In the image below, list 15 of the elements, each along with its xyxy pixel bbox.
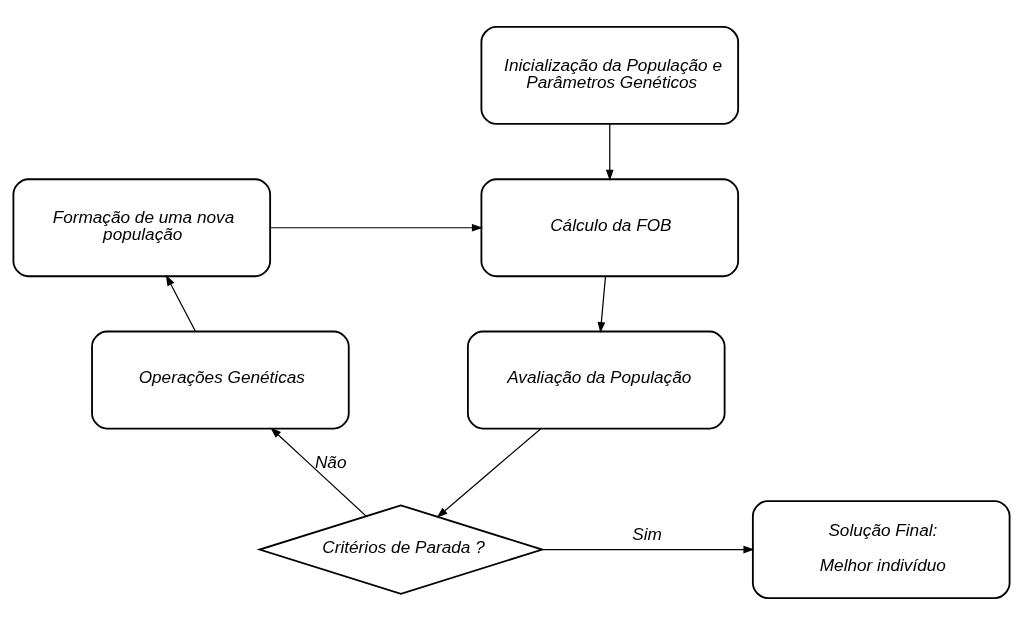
node-box: Avaliação da População (466, 330, 726, 430)
node-box: Operações Genéticas (91, 330, 350, 430)
arrow (270, 427, 367, 517)
arrow (436, 428, 542, 518)
node-box: Inicialização da População e Parâmetros Genéticos (480, 26, 740, 125)
arrow (541, 545, 755, 554)
arrow (165, 274, 196, 332)
arrow (605, 123, 614, 181)
arrow (269, 223, 483, 232)
node-box: Cálculo da FOB (480, 178, 740, 278)
arrow (597, 275, 607, 334)
edge-label: Não (314, 452, 347, 473)
edge-label: Sim (632, 523, 662, 544)
node-box: Formação de uma nova população (12, 178, 272, 278)
node-box: Solução Final: Melhor indivíduo (751, 500, 1011, 599)
